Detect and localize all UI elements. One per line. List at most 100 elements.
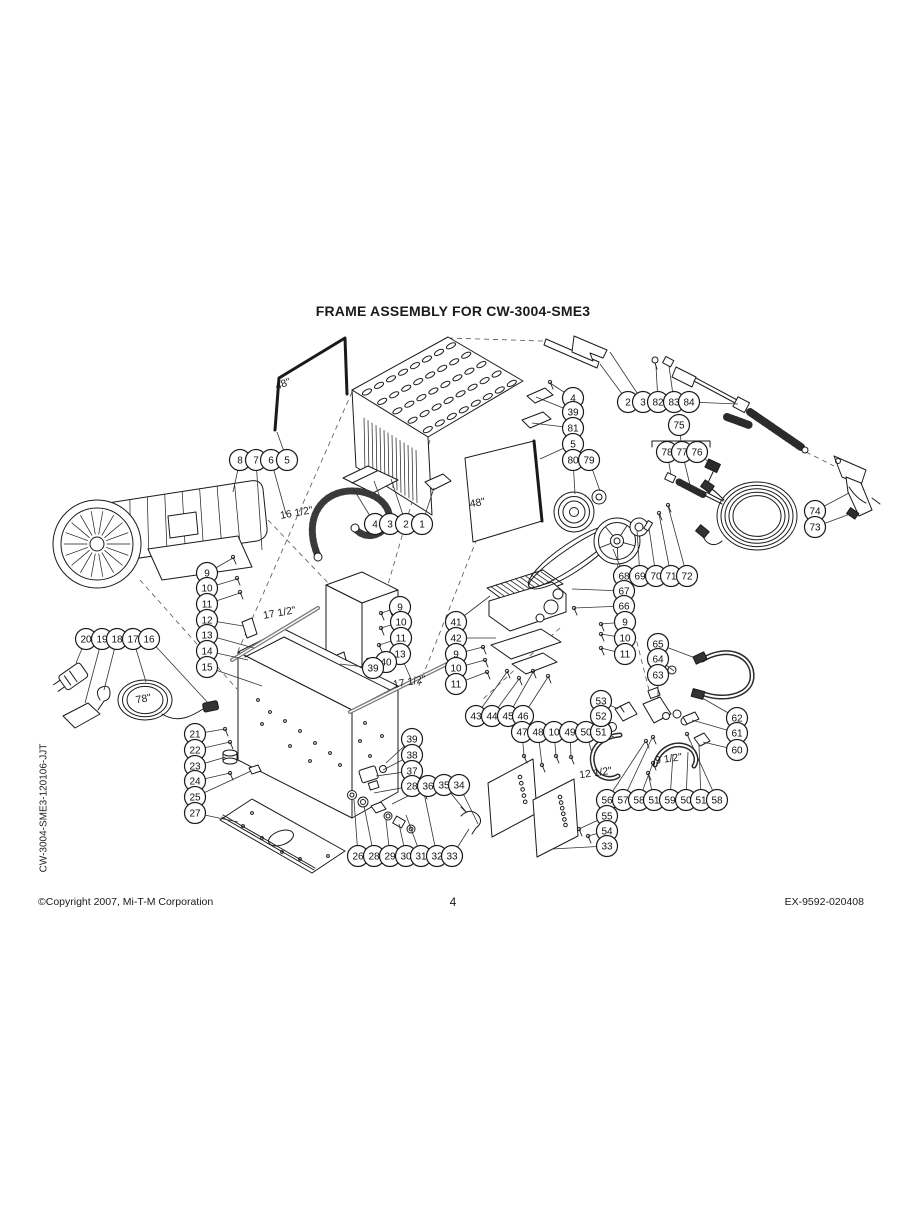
svg-text:9: 9 — [397, 603, 403, 614]
svg-text:47: 47 — [516, 728, 528, 739]
svg-text:45: 45 — [502, 712, 514, 723]
pump-drawing — [486, 569, 567, 632]
callout-15: 15 — [195, 655, 219, 679]
wire-loop-drawing — [308, 487, 393, 562]
pump-pulley-drawing — [593, 517, 654, 565]
svg-text:28: 28 — [406, 782, 418, 793]
dimension-label: 17 1/2" — [262, 604, 297, 622]
support-rods-drawing — [230, 606, 457, 714]
svg-text:5: 5 — [284, 456, 290, 467]
svg-text:72: 72 — [681, 572, 693, 583]
svg-text:28: 28 — [368, 852, 380, 863]
bracket-channel-drawing — [342, 465, 452, 494]
motor-pulley-drawing — [553, 489, 607, 533]
svg-text:30: 30 — [400, 852, 412, 863]
callout-2: 2 — [394, 512, 418, 536]
svg-text:31: 31 — [415, 852, 427, 863]
callout-63: 63 — [646, 663, 670, 687]
svg-text:44: 44 — [486, 712, 498, 723]
svg-text:36: 36 — [422, 782, 434, 793]
svg-text:59: 59 — [664, 796, 676, 807]
svg-text:23: 23 — [189, 762, 201, 773]
footer-page-number: 4 — [449, 895, 457, 909]
svg-text:8: 8 — [237, 456, 243, 467]
callout-5: 5 — [561, 432, 585, 456]
callout-5: 5 — [275, 448, 299, 472]
svg-text:10: 10 — [201, 584, 213, 595]
svg-text:11: 11 — [620, 650, 631, 661]
svg-text:51: 51 — [648, 796, 660, 807]
spray-gun-drawing — [833, 455, 881, 520]
dimension-label: 78" — [135, 692, 153, 707]
svg-text:60: 60 — [731, 746, 743, 757]
svg-text:9: 9 — [622, 618, 628, 629]
callout-24: 24 — [183, 769, 207, 793]
callout-39: 39 — [361, 656, 385, 680]
svg-text:80: 80 — [567, 456, 579, 467]
dimension-labels: 48"48"16 1/2"17 1/2"17 1/2"78"12 1/2"9 1… — [135, 376, 683, 781]
callout-60: 60 — [725, 738, 749, 762]
hardware-fasteners-drawing — [222, 379, 691, 844]
pump-plate-drawing — [490, 628, 562, 675]
svg-text:29: 29 — [384, 852, 396, 863]
svg-text:55: 55 — [601, 812, 613, 823]
svg-text:71: 71 — [665, 572, 677, 583]
dimension-label: 17 1/2" — [392, 673, 427, 691]
svg-text:17: 17 — [127, 635, 139, 646]
svg-text:41: 41 — [450, 618, 462, 629]
unloader-plumbing-drawing — [589, 650, 755, 781]
callout-52: 52 — [589, 704, 613, 728]
svg-text:76: 76 — [691, 448, 703, 459]
svg-text:50: 50 — [680, 796, 692, 807]
svg-text:33: 33 — [601, 842, 613, 853]
callout-16: 16 — [137, 627, 161, 651]
svg-text:46: 46 — [517, 712, 529, 723]
side-panel-1-drawing — [487, 758, 538, 838]
svg-text:10: 10 — [450, 664, 462, 675]
svg-text:83: 83 — [668, 398, 680, 409]
side-panel-right-drawing — [464, 439, 544, 543]
page-title: FRAME ASSEMBLY FOR CW-3004-SME3 — [315, 303, 591, 319]
svg-text:67: 67 — [618, 587, 630, 598]
callout-34: 34 — [447, 773, 471, 797]
svg-text:2: 2 — [403, 520, 409, 531]
svg-text:63: 63 — [652, 671, 664, 682]
dimension-label: 12 1/2" — [578, 765, 613, 782]
svg-text:56: 56 — [601, 796, 613, 807]
svg-text:32: 32 — [431, 852, 443, 863]
svg-text:39: 39 — [406, 735, 418, 746]
callout-76: 76 — [685, 440, 709, 464]
callout-75: 75 — [667, 413, 691, 437]
callout-27: 27 — [183, 801, 207, 825]
svg-text:68: 68 — [618, 572, 630, 583]
svg-text:81: 81 — [567, 424, 579, 435]
svg-text:6: 6 — [268, 456, 274, 467]
svg-text:51: 51 — [595, 728, 607, 739]
svg-text:39: 39 — [367, 664, 379, 675]
svg-text:25: 25 — [189, 793, 201, 804]
cover-brackets-drawing — [521, 387, 554, 429]
svg-text:58: 58 — [633, 796, 645, 807]
dimension-label: 48" — [469, 496, 487, 511]
hose-coil-drawing — [695, 479, 798, 551]
callout-11: 11 — [613, 642, 637, 666]
svg-text:3: 3 — [640, 398, 646, 409]
small-parts-drawing — [222, 617, 482, 835]
svg-text:40: 40 — [380, 658, 392, 669]
callout-17: 17 — [121, 627, 145, 651]
electric-motor-drawing — [52, 480, 268, 589]
svg-text:9: 9 — [453, 650, 459, 661]
svg-text:53: 53 — [595, 697, 607, 708]
dimension-label: 16 1/2" — [279, 504, 314, 522]
svg-text:26: 26 — [352, 852, 364, 863]
svg-text:77: 77 — [676, 448, 688, 459]
svg-text:64: 64 — [652, 655, 664, 666]
svg-text:75: 75 — [673, 421, 685, 432]
svg-text:69: 69 — [634, 572, 646, 583]
svg-text:12: 12 — [201, 616, 213, 627]
svg-text:13: 13 — [394, 650, 406, 661]
svg-text:70: 70 — [650, 572, 662, 583]
svg-text:20: 20 — [80, 635, 92, 646]
